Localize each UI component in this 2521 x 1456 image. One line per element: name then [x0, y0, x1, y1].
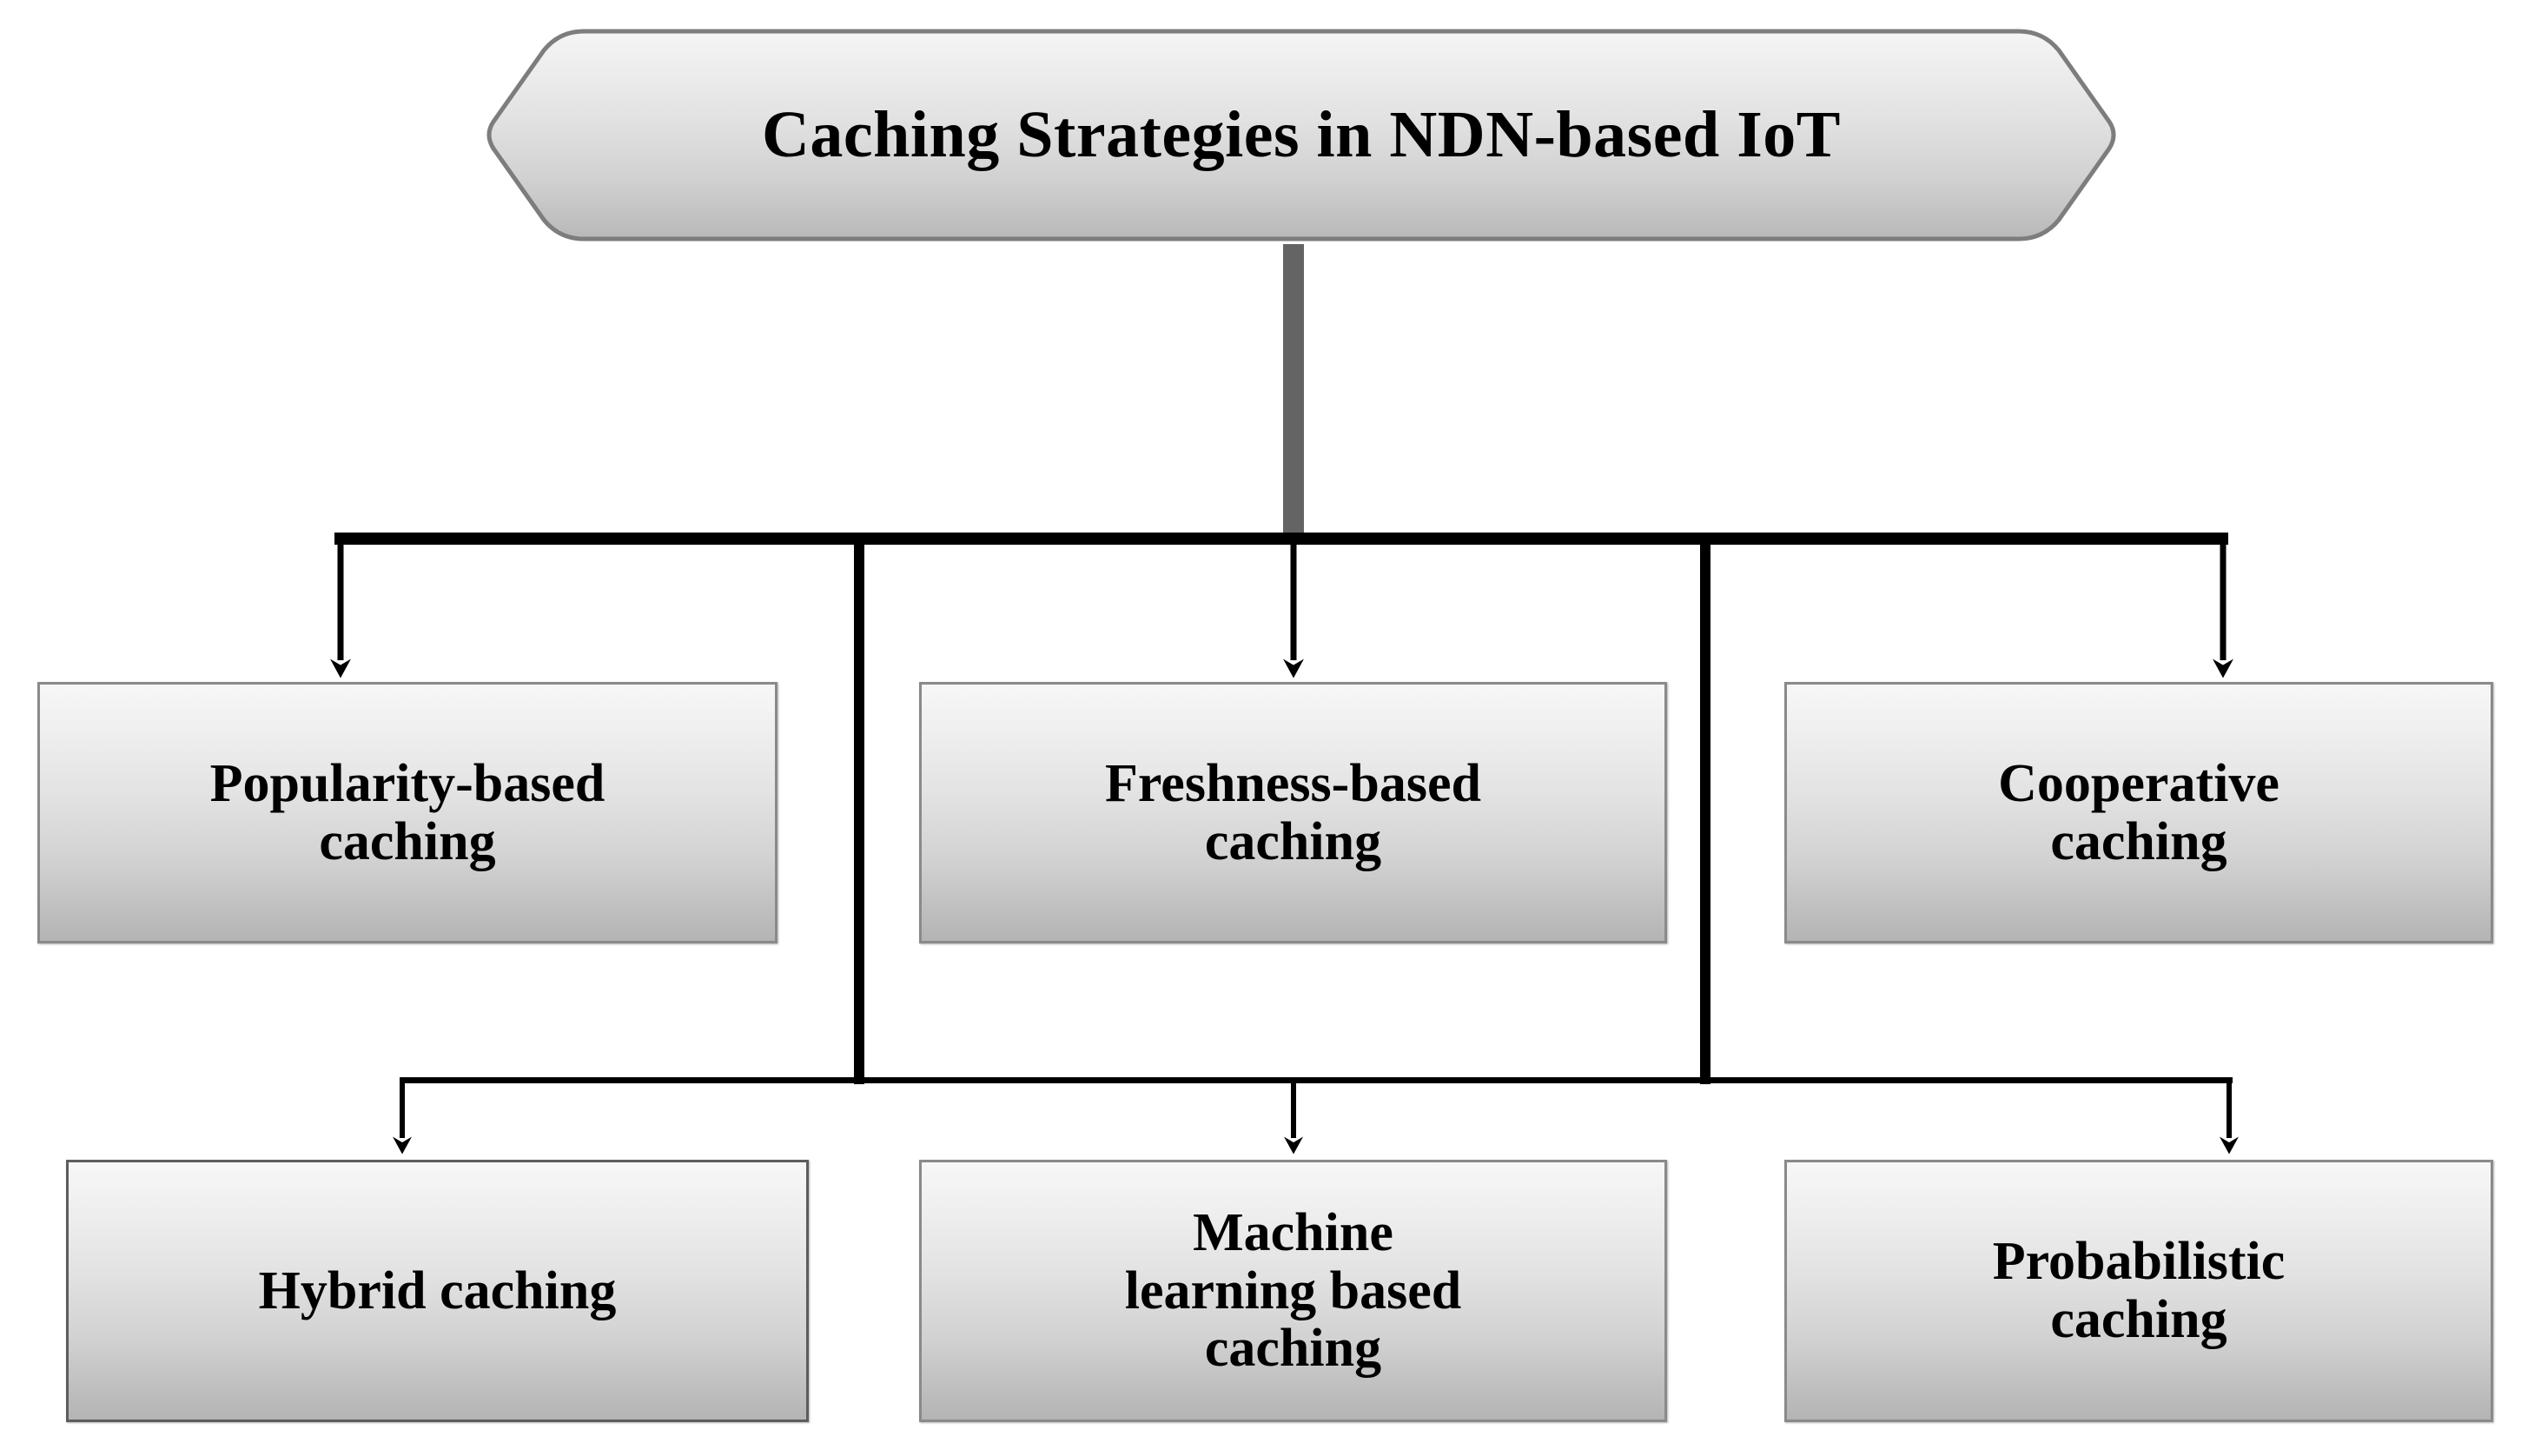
node-label: Hybrid caching — [258, 1261, 617, 1320]
level2-bus — [400, 1077, 2233, 1083]
node-machine-learning-based-caching[interactable]: Machine learning based caching — [919, 1160, 1667, 1422]
root-node[interactable]: Caching Strategies in NDN-based IoT — [480, 24, 2123, 246]
node-label: Freshness-based caching — [1105, 753, 1481, 871]
level2-riser-right — [1700, 539, 1710, 1084]
node-popularity-based-caching[interactable]: Popularity-based caching — [37, 682, 777, 943]
level1-bus — [334, 533, 2228, 545]
node-hybrid-caching[interactable]: Hybrid caching — [66, 1160, 809, 1422]
root-node-shape — [486, 29, 2116, 242]
node-label: Machine learning based caching — [1124, 1202, 1462, 1379]
level2-riser-left — [854, 539, 864, 1084]
node-cooperative-caching[interactable]: Cooperative caching — [1784, 682, 2493, 943]
node-probabilistic-caching[interactable]: Probabilistic caching — [1784, 1160, 2493, 1422]
node-label: Cooperative caching — [1998, 753, 2279, 871]
root-trunk — [1283, 244, 1304, 544]
node-freshness-based-caching[interactable]: Freshness-based caching — [919, 682, 1667, 943]
root-node-label: Caching Strategies in NDN-based IoT — [762, 97, 1841, 171]
node-label: Popularity-based caching — [209, 753, 605, 871]
node-label: Probabilistic caching — [1992, 1232, 2286, 1349]
